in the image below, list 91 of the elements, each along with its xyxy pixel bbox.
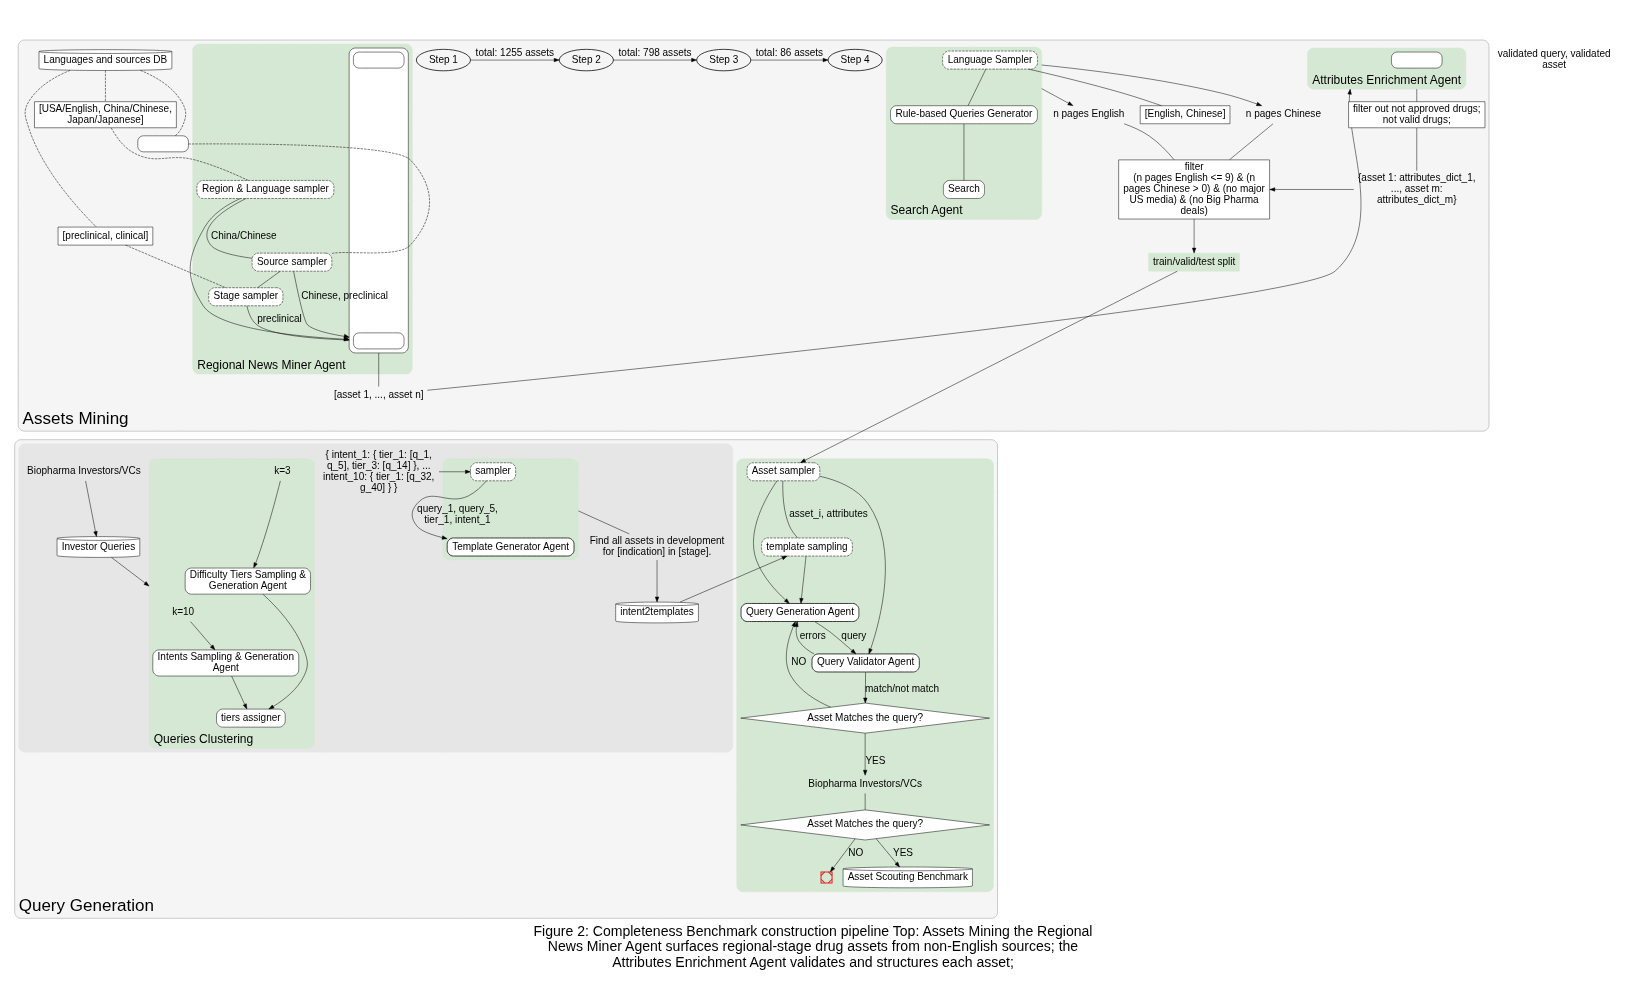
arrow bbox=[750, 57, 829, 62]
node-box bbox=[137, 135, 189, 152]
cluster bbox=[18, 442, 733, 752]
node-box: template sampling bbox=[761, 537, 853, 556]
node-box: Rule-based Queries Generator bbox=[890, 104, 1038, 124]
label: validated query, validated asset bbox=[1497, 47, 1611, 70]
arrow bbox=[679, 555, 788, 602]
arrow bbox=[262, 593, 308, 709]
arrow bbox=[830, 838, 856, 872]
edge-label: NO bbox=[791, 655, 807, 667]
node-box: filter (n pages English <= 9) & (n pages Chinese > 0) & (no major US media) & (no Big Pharma deals) bbox=[1118, 159, 1270, 219]
arrow bbox=[863, 732, 868, 775]
node-box: sampler bbox=[470, 462, 516, 481]
node-text: Biopharma Investors/VCs bbox=[27, 464, 141, 476]
arrow bbox=[875, 837, 900, 867]
node-box: Query Validator Agent bbox=[811, 653, 920, 672]
arrow bbox=[85, 480, 98, 537]
edge-label: NO bbox=[848, 846, 864, 858]
arrow bbox=[427, 88, 1362, 391]
node-text: Biopharma Investors/VCs bbox=[808, 777, 922, 789]
node-box bbox=[353, 51, 405, 68]
node-box bbox=[353, 332, 405, 349]
node-box: Search bbox=[943, 179, 985, 199]
connector bbox=[125, 244, 226, 288]
node-ellipse: Step 1 bbox=[415, 48, 471, 71]
node-text: k=3 bbox=[274, 464, 291, 476]
edge-label: Chinese, preclinical bbox=[301, 289, 389, 301]
arrow bbox=[470, 57, 560, 62]
arrow bbox=[814, 620, 857, 654]
node-box: Query Generation Agent bbox=[740, 602, 860, 622]
arrow bbox=[1269, 186, 1354, 191]
edge-label: total: 86 assets bbox=[755, 46, 824, 58]
node-box: Asset sampler bbox=[746, 462, 820, 481]
edge-label: asset_i, attributes bbox=[789, 507, 868, 519]
edge-label: errors bbox=[799, 629, 826, 641]
arrow bbox=[1041, 64, 1262, 106]
node-text: Find all assets in development for [indication] in [stage]. bbox=[589, 534, 725, 557]
node-box: tiers assigner bbox=[216, 708, 286, 727]
arrow bbox=[190, 620, 216, 650]
node-box: Stage sampler bbox=[208, 287, 284, 306]
node-text: k=10 bbox=[172, 605, 195, 617]
arrow bbox=[799, 555, 807, 604]
arrow bbox=[613, 57, 697, 62]
node-text: [asset 1, ..., asset n] bbox=[333, 388, 424, 400]
arrow bbox=[1041, 87, 1074, 106]
arrow bbox=[863, 671, 868, 703]
edge-label: preclinical bbox=[257, 312, 302, 324]
node-text: n pages English bbox=[1053, 107, 1125, 119]
arrow bbox=[800, 270, 1178, 463]
arrow bbox=[819, 475, 886, 654]
arrow bbox=[231, 675, 248, 709]
arrow bbox=[411, 480, 487, 539]
cluster: Attributes Enrichment Agent bbox=[1307, 47, 1467, 89]
node-box: train/valid/test split bbox=[1148, 252, 1240, 271]
arrow bbox=[753, 480, 790, 604]
node-box: filter out not approved drugs; not valid drugs; bbox=[1348, 100, 1486, 128]
node-box: Difficulty Tiers Sampling & Generation Agent bbox=[184, 567, 311, 594]
node-box: [English, Chinese] bbox=[1139, 104, 1231, 124]
node-box: Template Generator Agent bbox=[446, 537, 575, 556]
edge-label: China/Chinese bbox=[210, 229, 277, 241]
edge-label: query_1, query_5, tier_1, intent_1 bbox=[417, 502, 498, 525]
edge-label: YES bbox=[865, 754, 886, 766]
node-box: Intents Sampling & Generation Agent bbox=[152, 649, 299, 676]
caption: Figure 2: Completeness Benchmark construction pipeline Top: Assets Mining the Regional News Miner Agent surfaces regional-stage drug assets from non-English sources; the Attributes Enrichment Agent validates and structures each asset; bbox=[533, 922, 1093, 970]
arrow bbox=[438, 469, 471, 474]
edge-label: total: 798 assets bbox=[618, 46, 692, 58]
arrow bbox=[1192, 218, 1197, 253]
edge-label: query bbox=[841, 629, 867, 641]
arrow bbox=[111, 556, 150, 586]
node-ellipse: Step 2 bbox=[558, 48, 614, 71]
connector bbox=[1028, 68, 1162, 106]
node-text: {asset 1: attributes_dict_1, ..., asset m: attributes_dict_m} bbox=[1358, 171, 1476, 205]
edge-label: total: 1255 assets bbox=[475, 46, 555, 58]
node-text: n pages Chinese bbox=[1245, 107, 1321, 119]
node-diamond: Asset Matches the query? bbox=[740, 809, 990, 840]
arrow bbox=[253, 480, 281, 568]
node-box: Region & Language sampler bbox=[196, 179, 335, 199]
arrow bbox=[786, 620, 831, 707]
edge-label: match/not match bbox=[864, 682, 940, 694]
node-box: [preclinical, clinical] bbox=[57, 226, 154, 245]
node-box: Source sampler bbox=[251, 252, 333, 271]
edge-label: YES bbox=[892, 846, 914, 858]
node-box: Language Sampler bbox=[942, 50, 1038, 69]
node-box bbox=[1391, 51, 1443, 68]
node-ellipse: Step 3 bbox=[696, 48, 752, 71]
arrow bbox=[655, 559, 660, 602]
node-diamond: Asset Matches the query? bbox=[740, 702, 990, 733]
node-ellipse: Step 4 bbox=[827, 48, 883, 71]
node-box: [USA/English, China/Chinese, Japan/Japanese] bbox=[34, 100, 177, 128]
node-text: { intent_1: { tier_1: [q_1, q_5], tier_3: [q_14] }, ... intent_10: { tier_1: [q_32, g_40] } } bbox=[323, 448, 435, 493]
arrow bbox=[794, 620, 815, 654]
